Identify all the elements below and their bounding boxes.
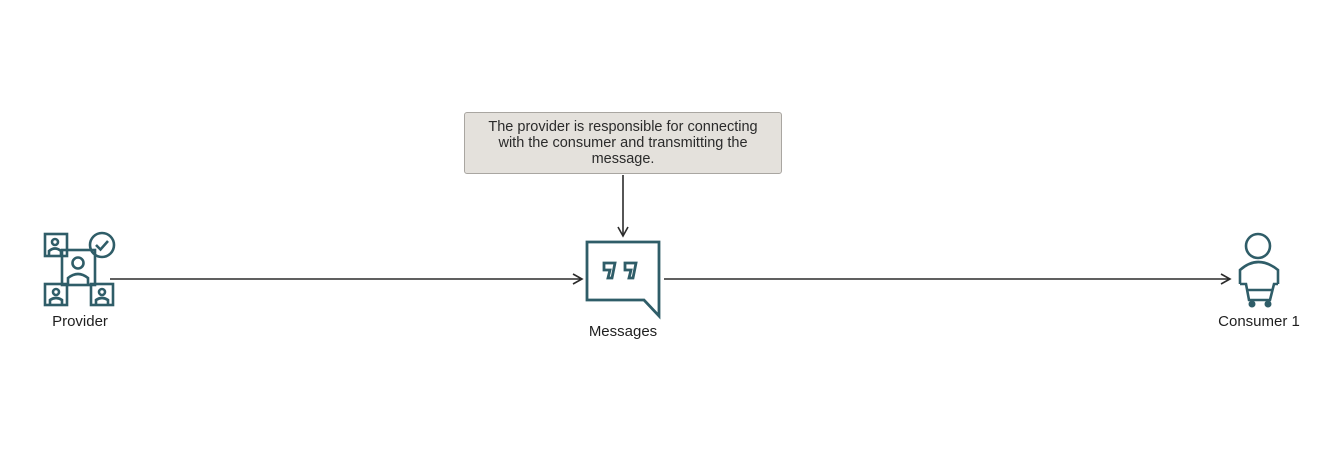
provider-label: Provider: [52, 313, 108, 330]
messages-label: Messages: [588, 323, 658, 340]
consumer-label: Consumer 1: [1218, 313, 1300, 330]
callout-box: The provider is responsible for connecti…: [464, 112, 782, 174]
consumer-icon: [1238, 232, 1280, 308]
callout-text: The provider is responsible for connecti…: [488, 119, 758, 167]
messages-icon: [585, 240, 661, 320]
provider-icon: [43, 231, 116, 307]
